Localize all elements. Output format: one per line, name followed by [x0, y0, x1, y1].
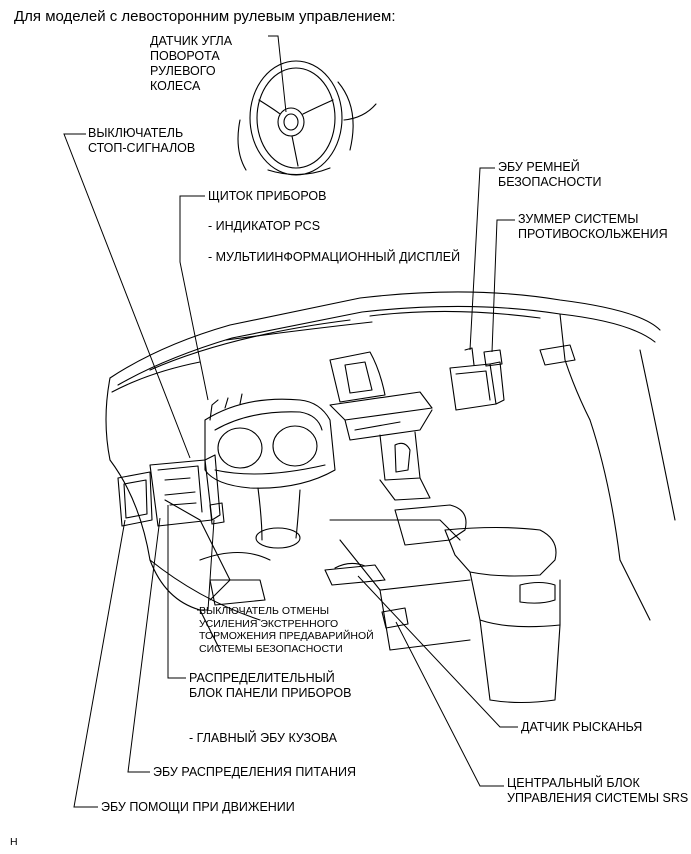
- diagram-title: Для моделей с левосторонним рулевым упра…: [14, 8, 396, 25]
- label-junction-block: РАСПРЕДЕЛИТЕЛЬНЫЙ БЛОК ПАНЕЛИ ПРИБОРОВ: [189, 671, 352, 700]
- pcs-off-switch-icon: [209, 502, 225, 525]
- label-multi-display: - МУЛЬТИИНФОРМАЦИОННЫЙ ДИСПЛЕЙ: [208, 250, 461, 264]
- label-main-body-ecu: - ГЛАВНЫЙ ЭБУ КУЗОВА: [189, 731, 337, 745]
- srs-unit-icon: [381, 607, 409, 629]
- label-power-distribution-ecu: ЭБУ РАСПРЕДЕЛЕНИЯ ПИТАНИЯ: [153, 765, 356, 779]
- buzzer-icon: [483, 349, 503, 367]
- steering-wheel-icon: [237, 60, 377, 176]
- label-pcs-indicator: - ИНДИКАТОР PCS: [208, 219, 321, 233]
- leader-lines: [63, 35, 518, 808]
- label-srs-unit: ЦЕНТРАЛЬНЫЙ БЛОК УПРАВЛЕНИЯ СИСТЕМЫ SRS: [507, 776, 689, 805]
- label-seatbelt-ecu: ЭБУ РЕМНЕЙ БЕЗОПАСНОСТИ: [498, 160, 602, 189]
- corner-mark: H: [10, 836, 18, 848]
- label-steering-angle-sensor: ДАТЧИК УГЛА ПОВОРОТА РУЛЕВОГО КОЛЕСА: [150, 34, 233, 93]
- label-stop-light-switch: ВЫКЛЮЧАТЕЛЬ СТОП-СИГНАЛОВ: [88, 126, 196, 155]
- label-buzzer: ЗУММЕР СИСТЕМЫ ПРОТИВОСКОЛЬЖЕНИЯ: [518, 212, 668, 241]
- seatbelt-ecu-icon: [449, 347, 505, 411]
- label-pcs-off-switch: ВЫКЛЮЧАТЕЛЬ ОТМЕНЫ УСИЛЕНИЯ ЭКСТРЕННОГО …: [199, 605, 374, 655]
- label-driving-support-ecu: ЭБУ ПОМОЩИ ПРИ ДВИЖЕНИИ: [101, 800, 295, 814]
- label-combination-meter: ЩИТОК ПРИБОРОВ: [208, 189, 327, 203]
- combination-meter-icon: [204, 393, 336, 489]
- yaw-rate-sensor-icon: [324, 562, 386, 586]
- label-yaw-sensor: ДАТЧИК РЫСКАНЬЯ: [521, 720, 643, 734]
- junction-block-icon: [149, 454, 221, 527]
- driving-support-ecu-icon: [117, 471, 153, 527]
